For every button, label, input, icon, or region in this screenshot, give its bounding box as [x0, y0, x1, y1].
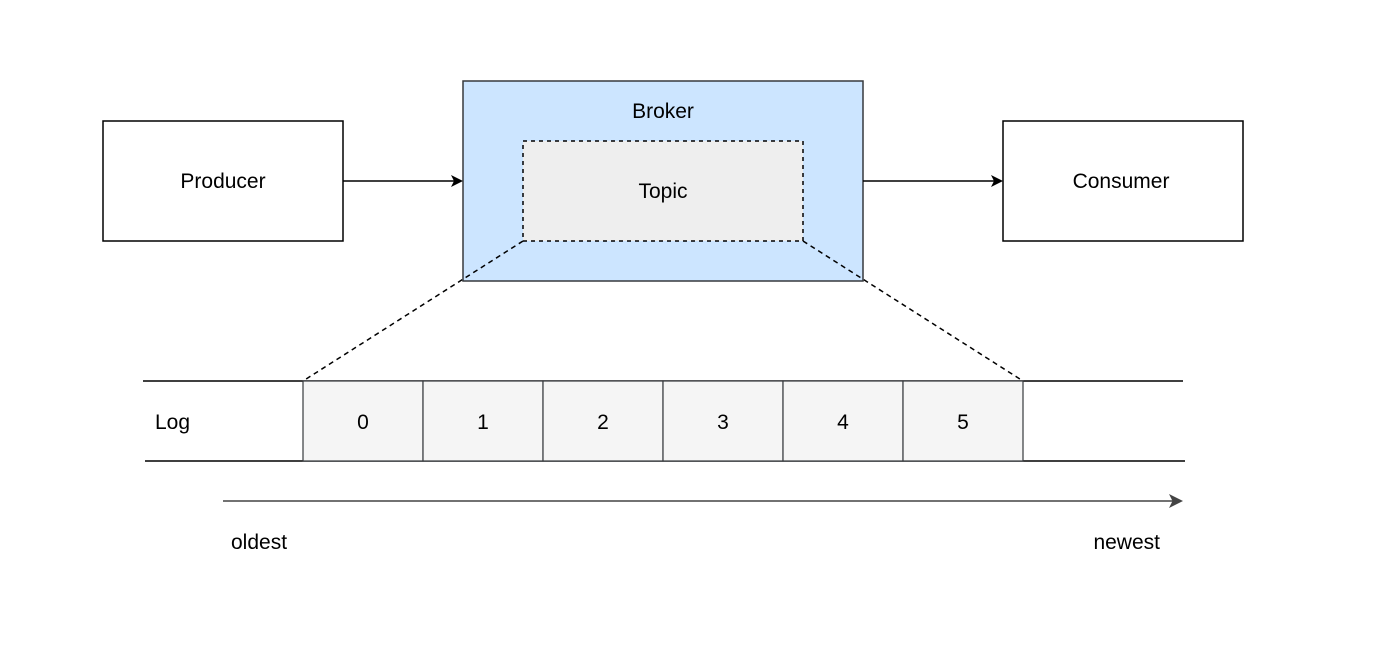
- producer-box: [102, 120, 344, 242]
- log-entry-label: 5: [957, 411, 969, 434]
- consumer-label: Consumer: [1073, 170, 1170, 193]
- zoom-line-left: [302, 240, 524, 382]
- topic-label: Topic: [638, 180, 687, 203]
- log-entry-box: [302, 380, 424, 462]
- log-entry-label: 1: [477, 411, 489, 434]
- log-entry-label: 3: [717, 411, 729, 434]
- log-entry[interactable]: 5: [902, 380, 1024, 462]
- producer-node[interactable]: Producer: [102, 120, 344, 242]
- timeline-start-label: oldest: [231, 531, 287, 554]
- consumer-box: [1002, 120, 1244, 242]
- timeline-end-label: newest: [1093, 531, 1160, 554]
- consumer-node[interactable]: Consumer: [1002, 120, 1244, 242]
- log-entry-box: [542, 380, 664, 462]
- topic-box: [522, 140, 804, 242]
- log-entry[interactable]: 2: [542, 380, 664, 462]
- log-entry-label: 2: [597, 411, 609, 434]
- log-entry-box: [782, 380, 904, 462]
- zoom-line-right: [802, 240, 1024, 382]
- log-entry[interactable]: 4: [782, 380, 904, 462]
- log-entry[interactable]: 0: [302, 380, 424, 462]
- log-entry[interactable]: 1: [422, 380, 544, 462]
- log-entries: 0 1 2 3 4 5: [302, 380, 1024, 462]
- log-entry-box: [662, 380, 784, 462]
- log-entry-label: 4: [837, 411, 849, 434]
- log-entry-label: 0: [357, 411, 369, 434]
- log-label: Log: [155, 411, 190, 434]
- log-entry[interactable]: 3: [662, 380, 784, 462]
- broker-label: Broker: [632, 100, 694, 123]
- log-entry-box: [902, 380, 1024, 462]
- producer-label: Producer: [180, 170, 265, 193]
- topic-node[interactable]: Topic: [522, 140, 804, 242]
